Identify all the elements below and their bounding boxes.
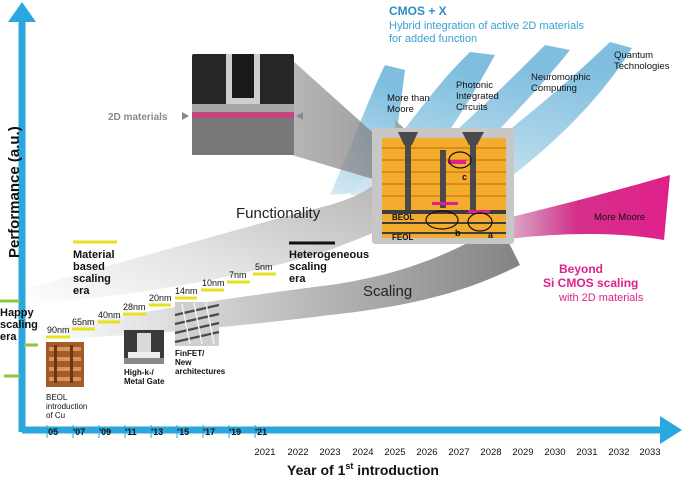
feol-chip-label: FEOL (392, 233, 413, 242)
year-label-2030: 2030 (544, 447, 565, 458)
branch-label-neuromorphic: Neuromorphic Computing (531, 72, 593, 94)
scaling-label: Scaling (363, 283, 412, 300)
node-label-28nm: 28nm (123, 302, 146, 312)
more-moore-band (500, 175, 670, 240)
year-label-2025: 2025 (384, 447, 405, 458)
node-label-10nm: 10nm (202, 278, 225, 288)
year-tick-13: '13 (151, 427, 163, 437)
year-label-2023: 2023 (319, 447, 340, 458)
heterogeneous-era-label: Heterogeneous scaling era (289, 249, 372, 285)
more-moore-label: More Moore (594, 212, 645, 223)
callout-b: b (455, 228, 461, 238)
two-d-materials-label: 2D materials (108, 112, 168, 123)
year-tick-05: '05 (46, 427, 58, 437)
year-tick-07: '07 (73, 427, 85, 437)
highk-gate-micrograph (124, 330, 164, 364)
branch-label-quantum: Quantum Technologies (614, 50, 670, 72)
tem-2d-material-image (192, 54, 294, 155)
node-label-65nm: 65nm (72, 317, 95, 327)
happy-era-label: Happy scaling era (0, 307, 41, 343)
year-label-2029: 2029 (512, 447, 533, 458)
highk-gate-caption: High-k-/ Metal Gate (124, 368, 165, 386)
chip-cross-section (372, 128, 514, 244)
node-label-5nm: 5nm (255, 262, 273, 272)
y-axis-arrow (8, 2, 36, 22)
y-axis-label: Performance (a.u.) (6, 126, 23, 258)
year-tick-17: '17 (203, 427, 215, 437)
year-label-2027: 2027 (448, 447, 469, 458)
node-label-40nm: 40nm (98, 310, 121, 320)
year-tick-09: '09 (99, 427, 111, 437)
node-label-20nm: 20nm (149, 293, 172, 303)
finfet-micrograph (174, 302, 220, 346)
functionality-label: Functionality (236, 205, 321, 222)
branch-label-photonic: Photonic Integrated Circuits (456, 80, 501, 113)
material-era-label: Material based scaling era (73, 249, 118, 297)
node-label-90nm: 90nm (47, 325, 70, 335)
year-label-2024: 2024 (352, 447, 373, 458)
year-label-2026: 2026 (416, 447, 437, 458)
year-label-2028: 2028 (480, 447, 501, 458)
two-d-marker-left (182, 112, 189, 120)
x-axis-label: Year of 1st introduction (287, 461, 439, 478)
node-label-14nm: 14nm (175, 286, 198, 296)
beol-chip-label: BEOL (392, 213, 414, 222)
cmos-x-title: CMOS + X (389, 4, 447, 18)
node-label-7nm: 7nm (229, 270, 247, 280)
year-tick-11: '11 (125, 427, 137, 437)
callout-c: c (462, 172, 467, 182)
year-tick-19: '19 (229, 427, 241, 437)
year-tick-21: '21 (255, 427, 267, 437)
finfet-caption: FinFET/ New architectures (175, 349, 226, 376)
callout-a: a (488, 230, 494, 240)
cmos-x-subtitle: Hybrid integration of active 2D material… (389, 20, 587, 45)
year-label-2021: 2021 (254, 447, 275, 458)
year-label-2032: 2032 (608, 447, 629, 458)
beyond-cmos-title: Beyond Si CMOS scaling (543, 262, 638, 290)
year-tick-15: '15 (177, 427, 189, 437)
branch-label-more-than-moore: More than Moore (387, 93, 432, 115)
beyond-cmos-subtitle: with 2D materials (558, 292, 644, 304)
year-label-2022: 2022 (287, 447, 308, 458)
beol-cu-caption: BEOL introduction of Cu (46, 393, 90, 420)
year-label-2031: 2031 (576, 447, 597, 458)
scaling-band (40, 225, 520, 340)
year-label-2033: 2033 (639, 447, 660, 458)
two-d-marker-right (296, 112, 303, 120)
x-axis-arrow (660, 416, 682, 444)
beol-cu-micrograph (46, 342, 84, 387)
